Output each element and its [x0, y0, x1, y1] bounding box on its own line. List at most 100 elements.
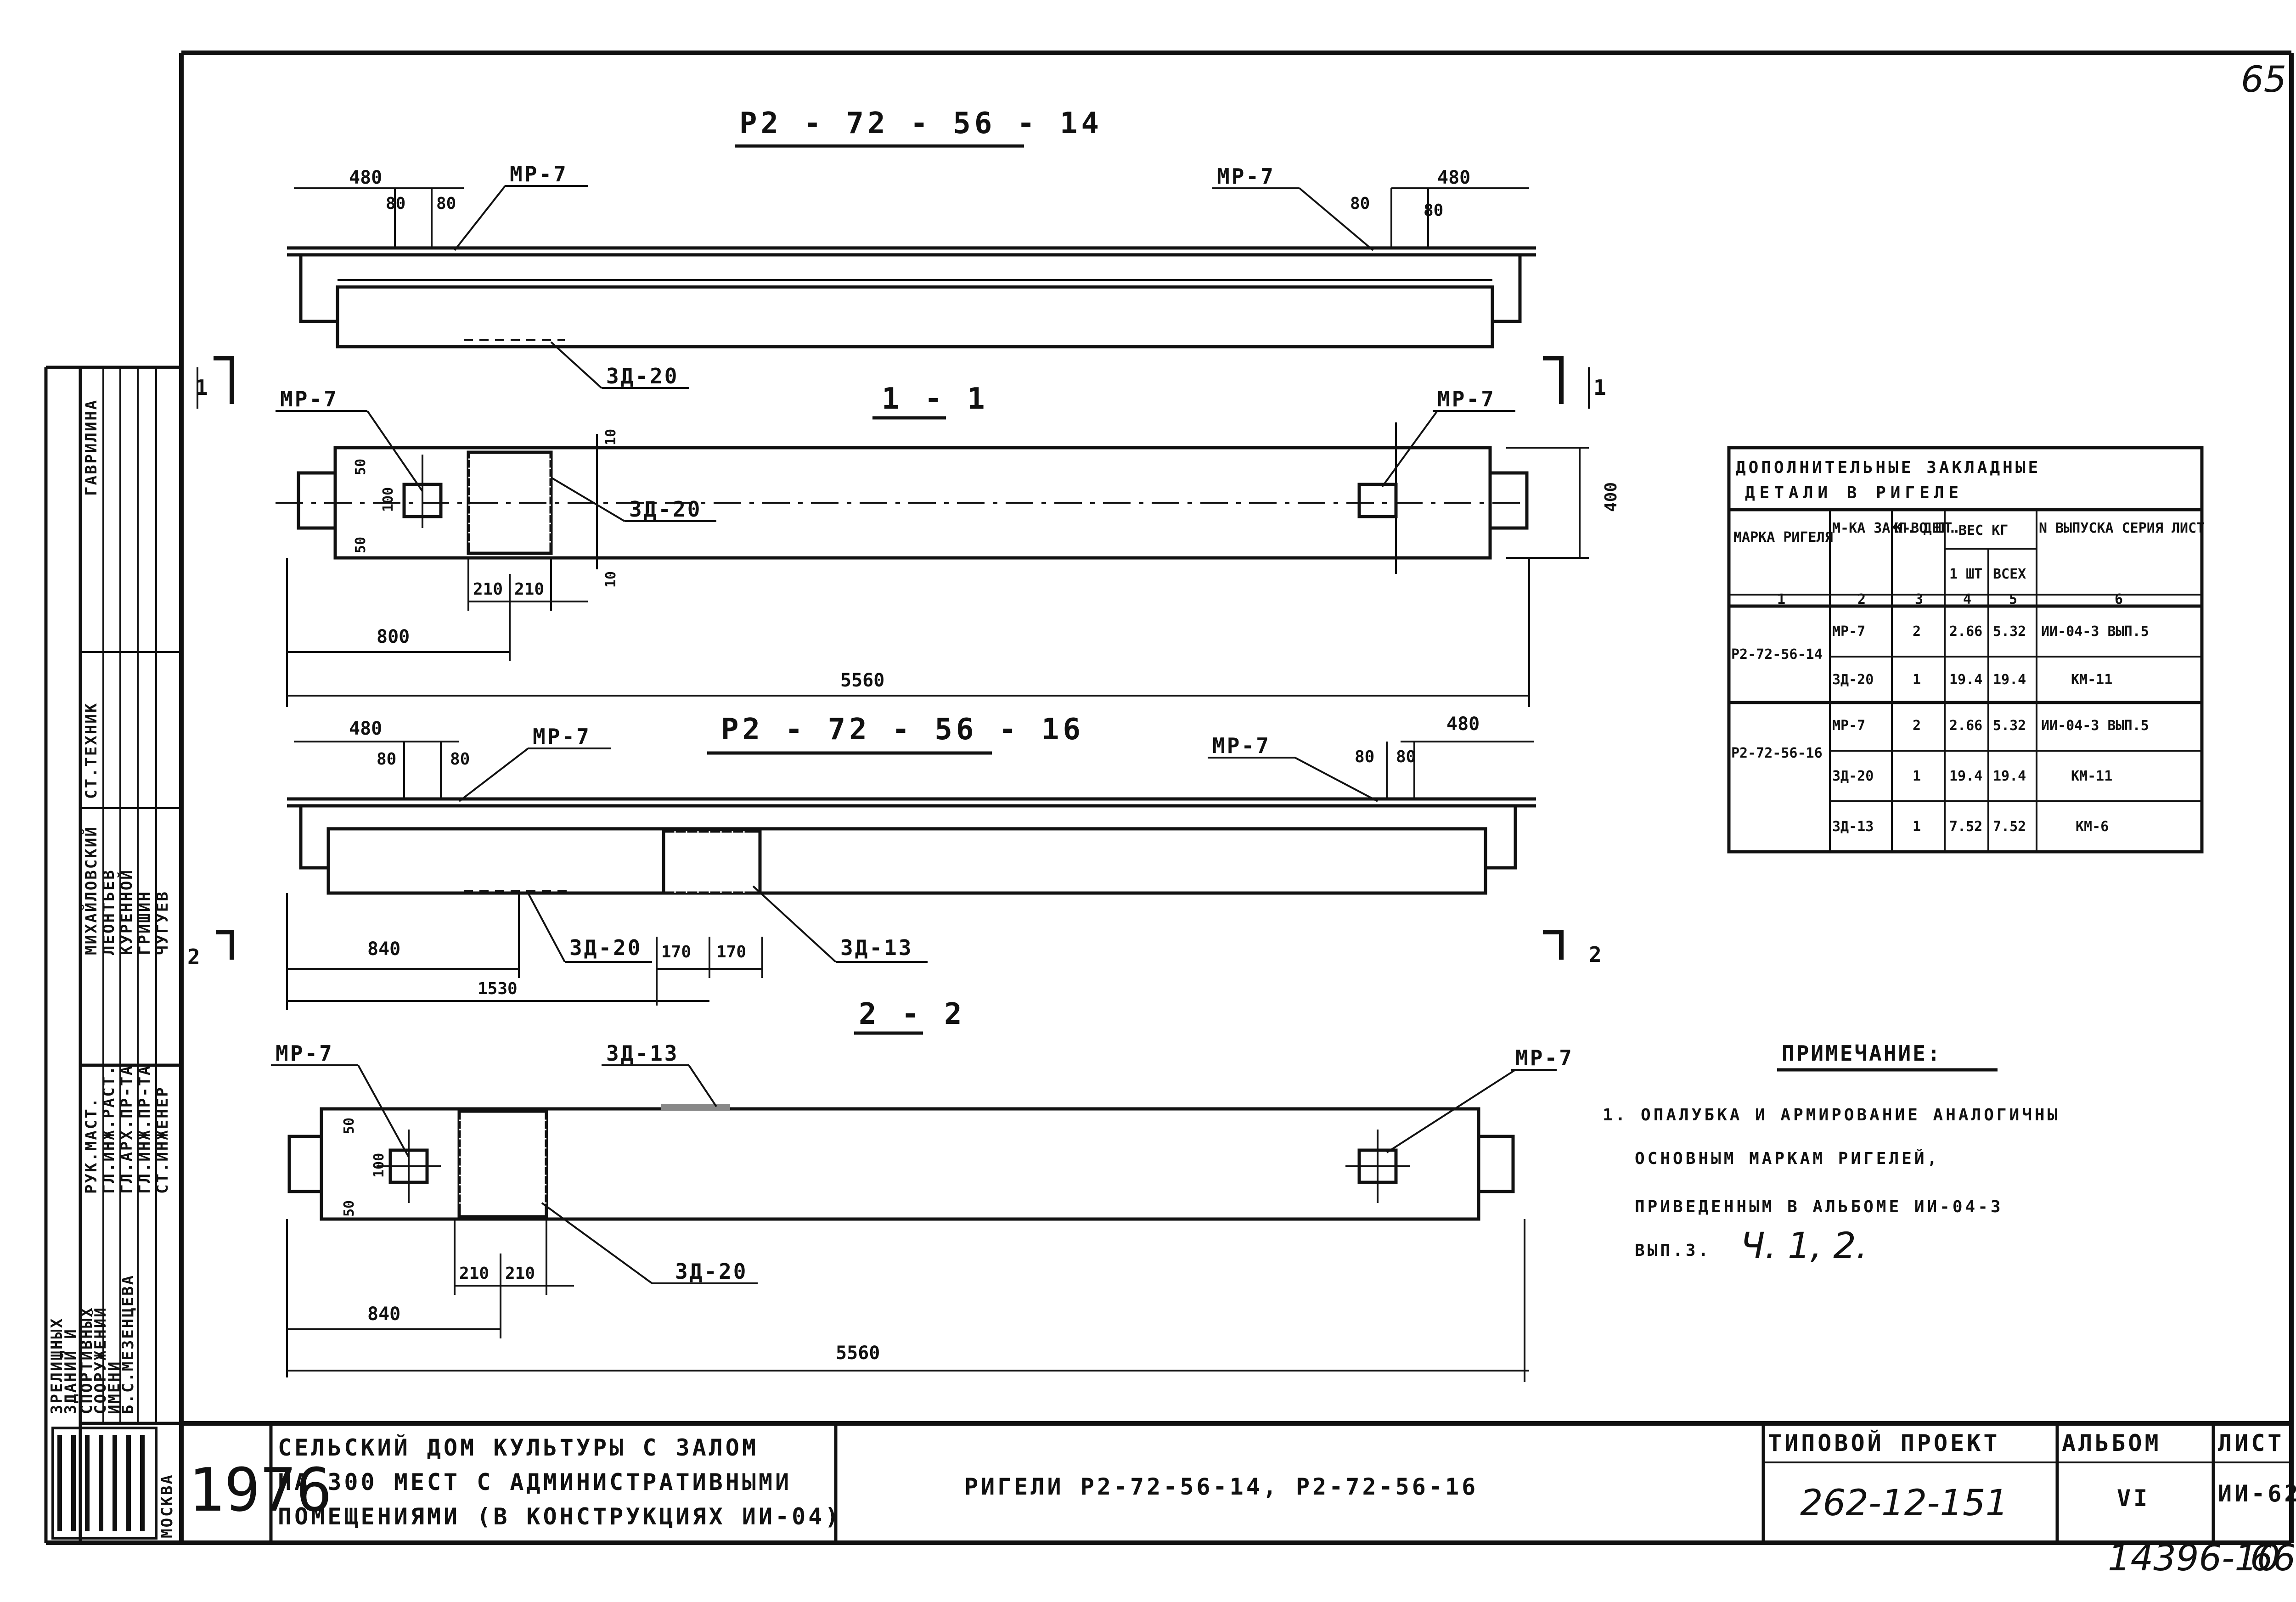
table-header-weight: ВЕС КГ: [1958, 523, 2008, 539]
table-colnum-1: 1: [1777, 591, 1785, 607]
table-cell: ИИ-04-3 ВЫП.5: [2041, 718, 2149, 734]
leader-line: [550, 341, 602, 389]
org-line: ЗДАНИЙ И: [61, 1328, 80, 1414]
dim-210-plan2-a: 210: [459, 1264, 489, 1283]
year-label: 1976: [188, 1455, 332, 1525]
album-label: АЛЬБОМ: [2062, 1430, 2161, 1456]
dim-50-plan2-top: 50: [341, 1118, 357, 1134]
table-header-col5: ВСЕХ: [1993, 566, 2026, 582]
table-title-line1: ДОПОЛНИТЕЛЬНЫЕ ЗАКЛАДНЫЕ: [1736, 458, 2041, 477]
table-colnum-6: 6: [2115, 591, 2123, 607]
note-line1: 1. ОПАЛУБКА И АРМИРОВАНИЕ АНАЛОГИЧНЫ: [1603, 1106, 2060, 1124]
cut-label-1-right: 1: [1593, 375, 1608, 400]
leader-line: [688, 1064, 717, 1107]
table-group2-mark: Р2-72-56-16: [1731, 745, 1823, 761]
sign-role: ГЛ.ИНЖ.РАСТ.: [100, 1064, 118, 1194]
project-name-line2: НА 300 МЕСТ С АДМИНИСТРАТИВНЫМИ: [278, 1469, 792, 1495]
mark-mr7-beam1-right: МР-7: [1217, 164, 1275, 189]
org-line: ЗРЕЛИЩНЫХ: [48, 1317, 66, 1414]
dim-480-left-mid: 480: [349, 718, 382, 739]
table-cell: МР-7: [1832, 718, 1865, 734]
beam-1-elevation: [287, 246, 1536, 349]
table-colnum-4: 4: [1963, 591, 1971, 607]
embedded-plate-mr7: [1357, 483, 1398, 518]
table-cell: ЗД-20: [1832, 672, 1874, 688]
table-cell: 19.4: [1949, 768, 1982, 784]
sheet-number: ИИ-62: [2218, 1480, 2296, 1507]
table-header-col1: МАРКА РИГЕЛЯ: [1733, 529, 1833, 545]
embedded-plate-zd20: [467, 450, 553, 555]
dim-80-left-mid-a: 80: [377, 750, 396, 769]
table-cell: 1: [1913, 768, 1921, 784]
table-cell: 7.52: [1949, 819, 1982, 835]
typical-project-number: 262-12-151: [1800, 1483, 2008, 1524]
mark-mr7-plan2-left: МР-7: [276, 1041, 334, 1066]
dim-210-plan1-b: 210: [514, 580, 544, 599]
org-line: ИМЕНИ: [105, 1360, 124, 1414]
dim-170-beam2-b: 170: [716, 943, 746, 961]
table-cell: 2.66: [1949, 624, 1982, 640]
project-name-line1: СЕЛЬСКИЙ ДОМ КУЛЬТУРЫ С ЗАЛОМ: [278, 1434, 759, 1461]
mark-mr7-beam1-left: МР-7: [510, 162, 568, 186]
dim-100-plan1: 100: [380, 487, 396, 512]
dim-80-right-top-b: 80: [1424, 201, 1443, 220]
table-title-line2: ДЕТАЛИ В РИГЕЛЕ: [1745, 483, 1963, 502]
leader-line: [1386, 1069, 1516, 1153]
dim-10-bottom: 10: [603, 571, 619, 588]
dim-80-right-mid-b: 80: [1396, 748, 1416, 766]
sign-name: ЛЕОНТЬЕВ: [100, 869, 118, 955]
sign-role: СТ.ТЕХНИК: [82, 702, 101, 799]
leader-line: [550, 477, 625, 522]
sign-name: ГРИШИН: [135, 890, 154, 955]
table-cell: 1: [1913, 819, 1921, 835]
signature-roles: РУК.МАСТ. ГЛ.ИНЖ.РАСТ. ГЛ.АРХ.ПР-ТА ГЛ.И…: [82, 702, 172, 1194]
dim-210-plan2-b: 210: [505, 1264, 535, 1283]
sheet-frame: [44, 51, 2294, 1545]
mark-zd20-beam1-top: ЗД-20: [606, 364, 679, 388]
table-cell: МР-7: [1832, 624, 1865, 640]
beam-1-plan: [276, 422, 1529, 574]
mark-mr7-plan1-left: МР-7: [280, 387, 338, 411]
table-colnum-3: 3: [1915, 591, 1923, 607]
table-colnum-2: 2: [1857, 591, 1866, 607]
leader-line: [527, 893, 566, 962]
org-line: СПОРТИВНЫХ: [78, 1306, 96, 1414]
table-cell: КМ-6: [2076, 819, 2109, 835]
album-number: VI: [2117, 1485, 2150, 1512]
dim-50-plan2-bottom: 50: [341, 1200, 357, 1217]
sheet-label: ЛИСТ: [2218, 1430, 2284, 1456]
cut-mark-1: [197, 356, 1590, 409]
sheet-title: РИГЕЛИ Р2-72-56-14, Р2-72-56-16: [964, 1473, 1478, 1500]
institute-logo: [51, 1427, 158, 1540]
title-block: [181, 1421, 2291, 1543]
dim-480-right-top: 480: [1437, 167, 1470, 188]
leader-line: [752, 885, 837, 963]
note-line4-handwritten: Ч. 1, 2.: [1740, 1225, 1868, 1267]
table-cell: ЗД-13: [1832, 819, 1874, 835]
signature-names: ЛЕОНТЬЕВ КУРЕННОЙ ГРИШИН ЧУГУЕВ ГАВРИЛИН…: [82, 399, 172, 955]
table-cell: 2: [1913, 624, 1921, 640]
mark-mr7-beam2-left: МР-7: [533, 724, 591, 749]
table-header-col3: К-ВО ШТ.: [1894, 520, 1961, 536]
dim-50-plan1-top: 50: [353, 459, 369, 475]
note-line3: ПРИВЕДЕННЫМ В АЛЬБОМЕ ИИ-04-3: [1635, 1197, 2003, 1216]
table-cell: 5.32: [1993, 624, 2026, 640]
org-line: СООРУЖЕНИЙ: [91, 1306, 110, 1414]
table-group1-mark: Р2-72-56-14: [1731, 646, 1823, 663]
mark-zd13-plan2: ЗД-13: [606, 1041, 679, 1066]
leader-line: [366, 410, 423, 492]
table-cell: 2.66: [1949, 718, 1982, 734]
dim-170-beam2-a: 170: [661, 943, 691, 961]
embedded-plate-zd13: [661, 1104, 730, 1111]
table-header-col4: 1 ШТ: [1949, 566, 1982, 582]
table-header-col6: N ВЫПУСКА СЕРИЯ ЛИСТ: [2039, 520, 2205, 536]
dim-400-plan1: 400: [1602, 482, 1621, 512]
dim-1530-beam2: 1530: [478, 979, 518, 998]
leader-line: [1294, 757, 1378, 802]
sign-role: ГЛ.ИНЖ.ПР-ТА: [135, 1064, 154, 1194]
cut-label-2-right: 2: [1589, 942, 1604, 967]
mark-mr7-plan1-right: МР-7: [1437, 387, 1496, 411]
table-cell: 1: [1913, 672, 1921, 688]
